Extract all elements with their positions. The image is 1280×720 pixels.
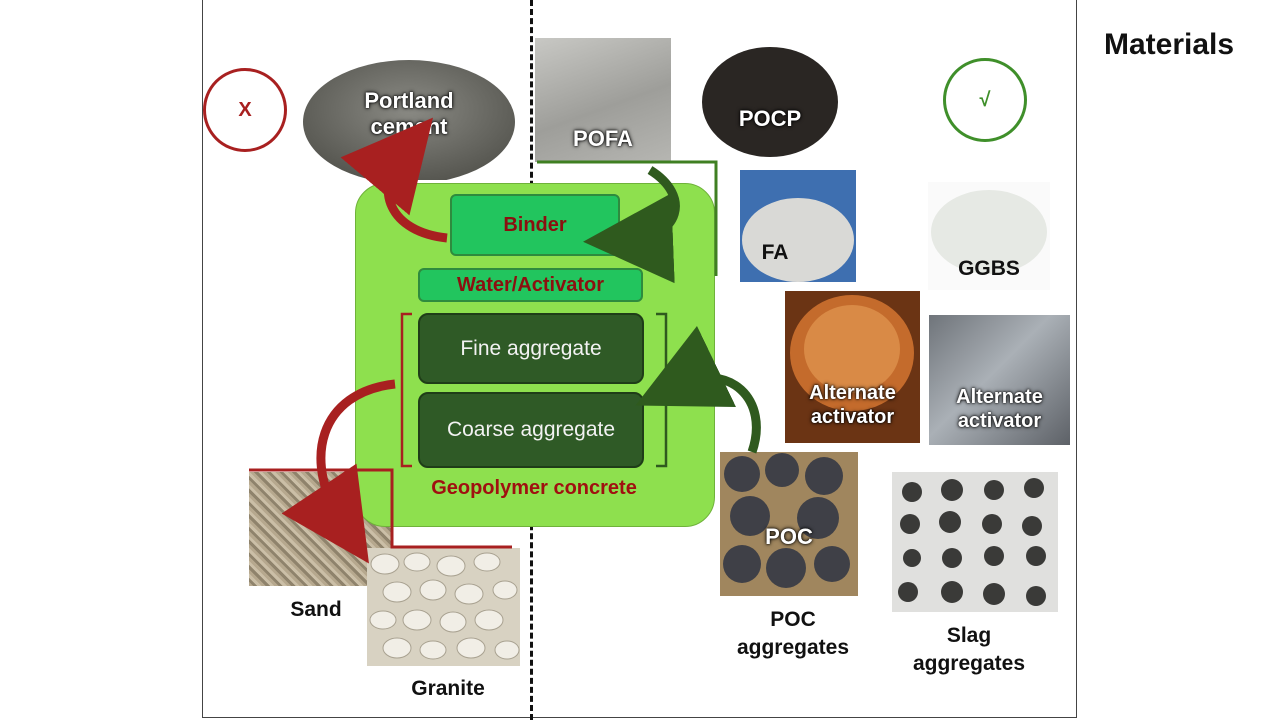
alternate-activator-liquid-photo: Alternate activator <box>785 291 920 443</box>
left-bracket <box>400 312 412 468</box>
ggbs-label: GGBS <box>958 257 1020 280</box>
poc-photo: POC <box>720 452 858 596</box>
coarse-aggregate-box: Coarse aggregate <box>418 392 644 468</box>
alternate-activator-label-2: Alternate activator <box>956 386 1043 432</box>
rejected-mark: X <box>203 68 287 152</box>
poc-aggregates-caption: POC aggregates <box>736 608 850 660</box>
pocp-photo: POCP <box>700 40 840 158</box>
red-guide-line <box>249 468 512 549</box>
ggbs-photo: GGBS <box>928 182 1050 290</box>
alternate-activator-label-1: Alternate activator <box>809 382 896 428</box>
water-activator-box: Water/Activator <box>418 268 643 302</box>
fine-aggregate-box: Fine aggregate <box>418 313 644 384</box>
red-arrow-sand <box>281 379 396 564</box>
green-arrow-binder <box>583 166 680 284</box>
green-guide-line <box>537 160 718 276</box>
green-arrow-aggregates <box>635 325 761 454</box>
geopolymer-concrete-label: Geopolymer concrete <box>431 477 637 499</box>
granite-caption: Granite <box>411 677 485 700</box>
slide-frame <box>202 0 1077 718</box>
slide-title: Materials <box>1104 28 1235 61</box>
pocp-label: POCP <box>738 106 802 131</box>
granite-photo <box>367 548 520 666</box>
red-arrow-binder <box>340 117 448 243</box>
slag-aggregates-caption: Slag aggregates <box>912 624 1026 676</box>
poc-label: POC <box>765 524 813 549</box>
fa-label: FA <box>761 241 789 264</box>
fa-photo: FA <box>740 170 856 282</box>
accepted-mark: √ <box>943 58 1027 142</box>
sand-caption: Sand <box>290 598 342 621</box>
right-bracket <box>656 312 668 468</box>
alternate-activator-powder-photo: Alternate activator <box>929 315 1070 445</box>
slag-photo <box>892 472 1058 612</box>
pofa-label: POFA <box>573 126 633 151</box>
pofa-photo: POFA <box>535 38 671 162</box>
